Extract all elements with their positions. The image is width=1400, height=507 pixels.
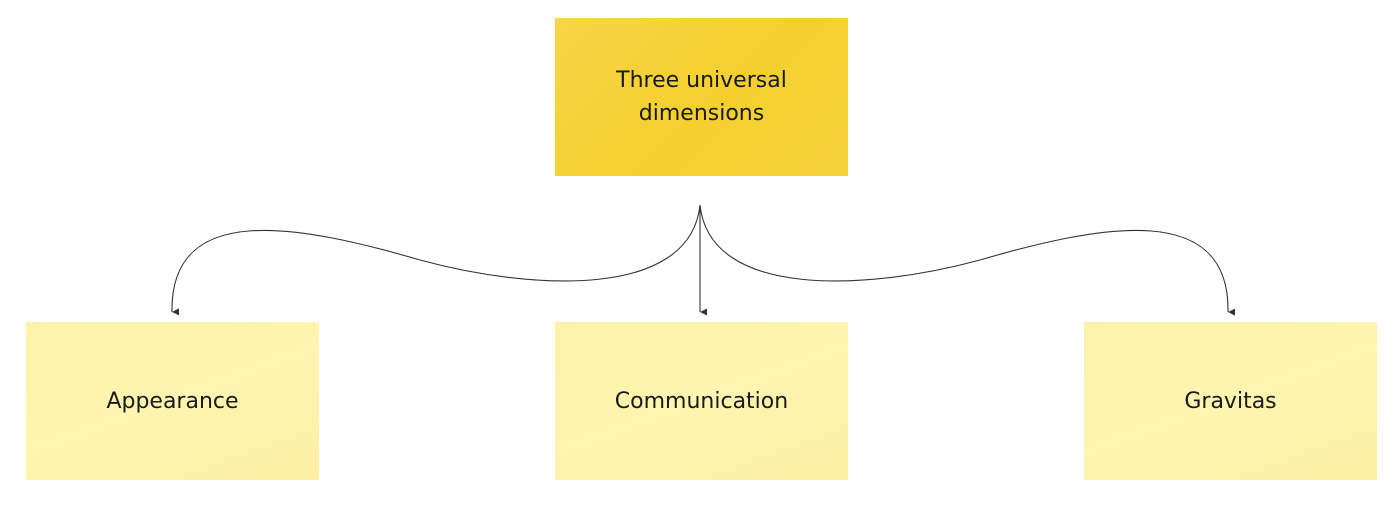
appearance-note-label: Appearance bbox=[106, 388, 239, 414]
sticky-note-communication[interactable]: Communication bbox=[555, 322, 848, 480]
communication-note-label: Communication bbox=[614, 388, 789, 414]
sticky-note-gravitas[interactable]: Gravitas bbox=[1084, 322, 1377, 480]
gravitas-note-label: Gravitas bbox=[1184, 388, 1277, 414]
connector-to-appearance[interactable] bbox=[171, 204, 701, 316]
sticky-note-appearance[interactable]: Appearance bbox=[26, 322, 319, 480]
root-note-label: Three universal dimensions bbox=[616, 68, 787, 126]
connector-to-gravitas[interactable] bbox=[699, 204, 1236, 316]
sticky-note-root[interactable]: Three universal dimensions bbox=[555, 18, 848, 176]
